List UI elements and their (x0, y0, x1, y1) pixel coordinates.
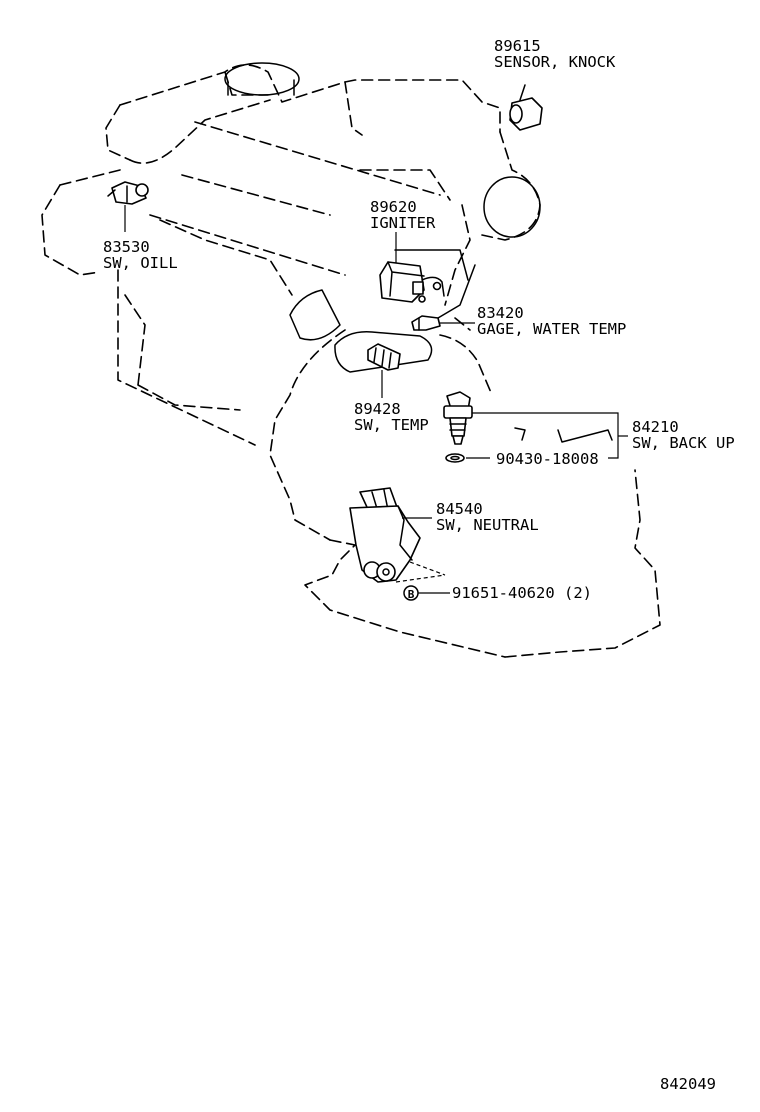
neutral-switch-part (349, 487, 446, 583)
temp-switch-number: 89428 (354, 400, 401, 418)
oil-switch-number: 83530 (103, 238, 150, 256)
engine-outline (41, 64, 661, 658)
igniter-name: IGNITER (370, 214, 436, 232)
bolt-number: 91651-40620 (2) (452, 584, 592, 602)
oil-switch-name: SW, OILL (103, 254, 178, 272)
bolt-marker: B (408, 588, 415, 601)
temp-switch-part (367, 343, 401, 398)
knock-sensor-name: SENSOR, KNOCK (494, 53, 616, 71)
gasket-number: 90430-18008 (496, 450, 599, 468)
water-temp-gage-number: 83420 (477, 304, 524, 322)
back-up-switch-number: 84210 (632, 418, 679, 436)
neutral-switch-name: SW, NEUTRAL (436, 516, 539, 534)
back-up-switch-name: SW, BACK UP (632, 434, 735, 452)
water-temp-gage-part (411, 315, 475, 331)
oil-switch-part (107, 181, 149, 232)
engine-detail (224, 62, 541, 373)
water-temp-gage-name: GAGE, WATER TEMP (477, 320, 626, 338)
bolt-callout: B (403, 585, 450, 601)
temp-switch-name: SW, TEMP (354, 416, 429, 434)
knock-sensor-part (509, 84, 543, 131)
neutral-switch-number: 84540 (436, 500, 483, 518)
igniter-number: 89620 (370, 198, 417, 216)
knock-sensor-number: 89615 (494, 37, 541, 55)
back-up-switch-part (443, 391, 628, 463)
igniter-part (379, 232, 445, 303)
figure-code: 842049 (660, 1075, 716, 1093)
